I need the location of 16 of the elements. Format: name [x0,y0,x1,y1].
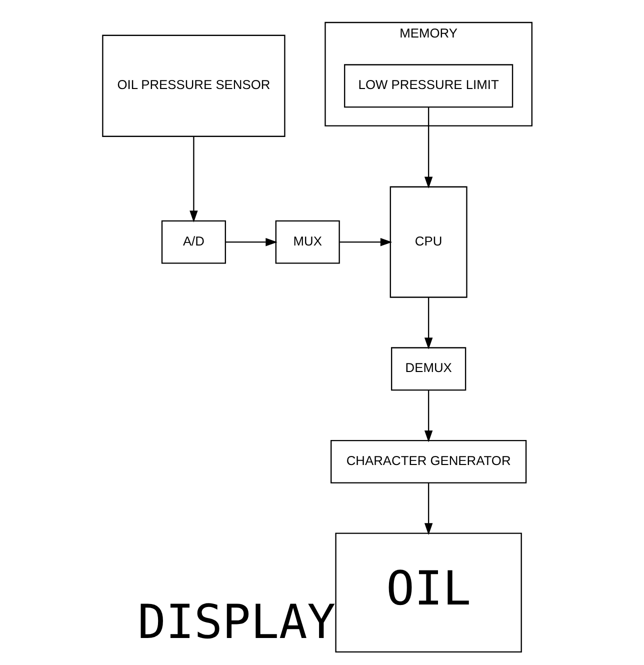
node-box: LOW PRESSURE LIMIT [344,64,514,108]
arrow [226,238,278,246]
arrow [340,238,392,246]
arrow [424,482,433,535]
node-box: MUX [275,220,340,264]
arrow [424,390,433,442]
arrow [424,297,433,350]
node-label: DISPLAY [138,594,336,650]
node-box: OIL [335,532,522,652]
node-box: CPU [390,186,468,298]
node-box: A/D [161,220,226,264]
node-box: CHARACTER GENERATOR [330,440,527,484]
arrow [424,107,433,188]
node-box: OIL PRESSURE SENSOR [102,34,286,137]
arrow [190,136,198,222]
node-box: DEMUX [391,347,466,391]
